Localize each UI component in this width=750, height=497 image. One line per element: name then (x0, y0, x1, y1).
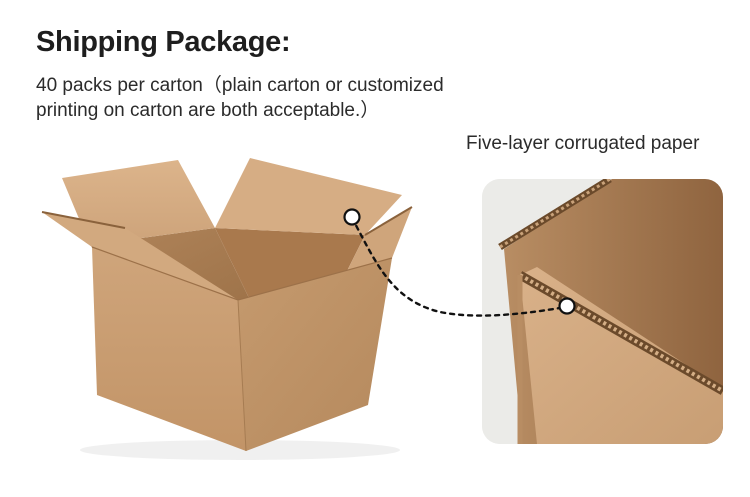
description-line-2: printing on carton are both acceptable.） (36, 100, 380, 121)
back-right-flap (215, 158, 402, 235)
page-title: Shipping Package: (36, 26, 291, 58)
description-line-1: 40 packs per carton（plain carton or cust… (36, 75, 444, 96)
front-face (92, 247, 246, 451)
left-flap (42, 212, 238, 300)
corrugated-detail-image (482, 179, 723, 444)
corrugated-caption: Five-layer corrugated paper (466, 133, 700, 154)
corrugated-photo (482, 179, 723, 444)
package-description: 40 packs per carton（plain carton or cust… (36, 73, 536, 123)
